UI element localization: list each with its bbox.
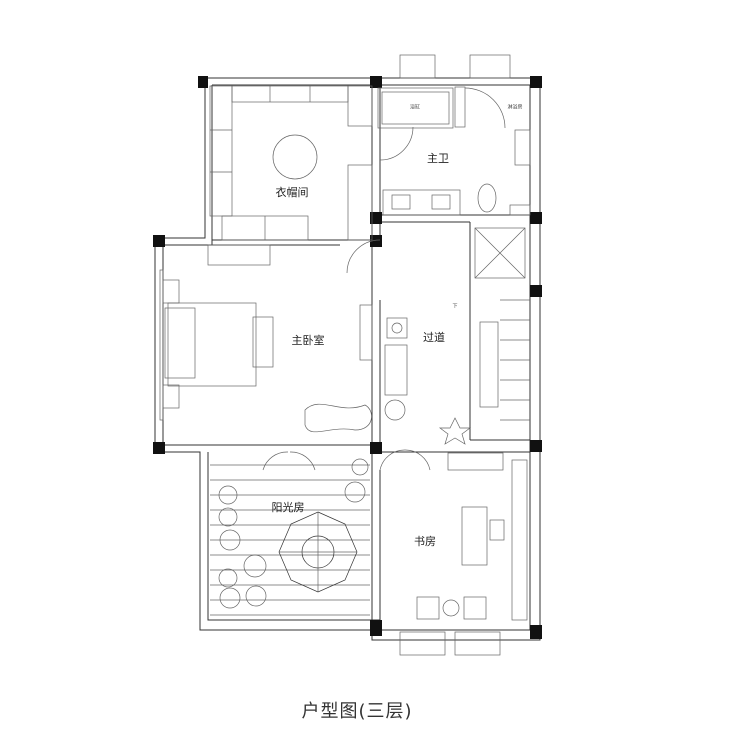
stairs-down-label: 下 <box>452 303 458 310</box>
closet-cabinets <box>207 85 373 266</box>
room-label-closet: 衣帽间 <box>275 186 309 199</box>
bathroom-fixtures <box>377 54 531 216</box>
room-label-master-bedroom: 主卧室 <box>291 334 325 347</box>
room-label-master-bath: 主卫 <box>427 152 449 165</box>
bathtub-label: 浴缸 <box>409 104 421 111</box>
columns <box>153 76 542 639</box>
study-furniture <box>159 269 528 656</box>
corridor-furniture <box>379 317 472 471</box>
room-label-sunroom: 阳光房 <box>271 501 305 514</box>
shower-label: 淋浴房 <box>507 104 523 111</box>
elevator-stairs <box>474 227 530 421</box>
bedroom-furniture <box>162 239 381 471</box>
room-label-study: 书房 <box>414 535 436 548</box>
plan-title: 户型图(三层) <box>301 701 413 722</box>
room-label-corridor: 过道 <box>423 331 445 344</box>
walls <box>154 77 541 641</box>
sunroom-deck <box>210 458 370 616</box>
